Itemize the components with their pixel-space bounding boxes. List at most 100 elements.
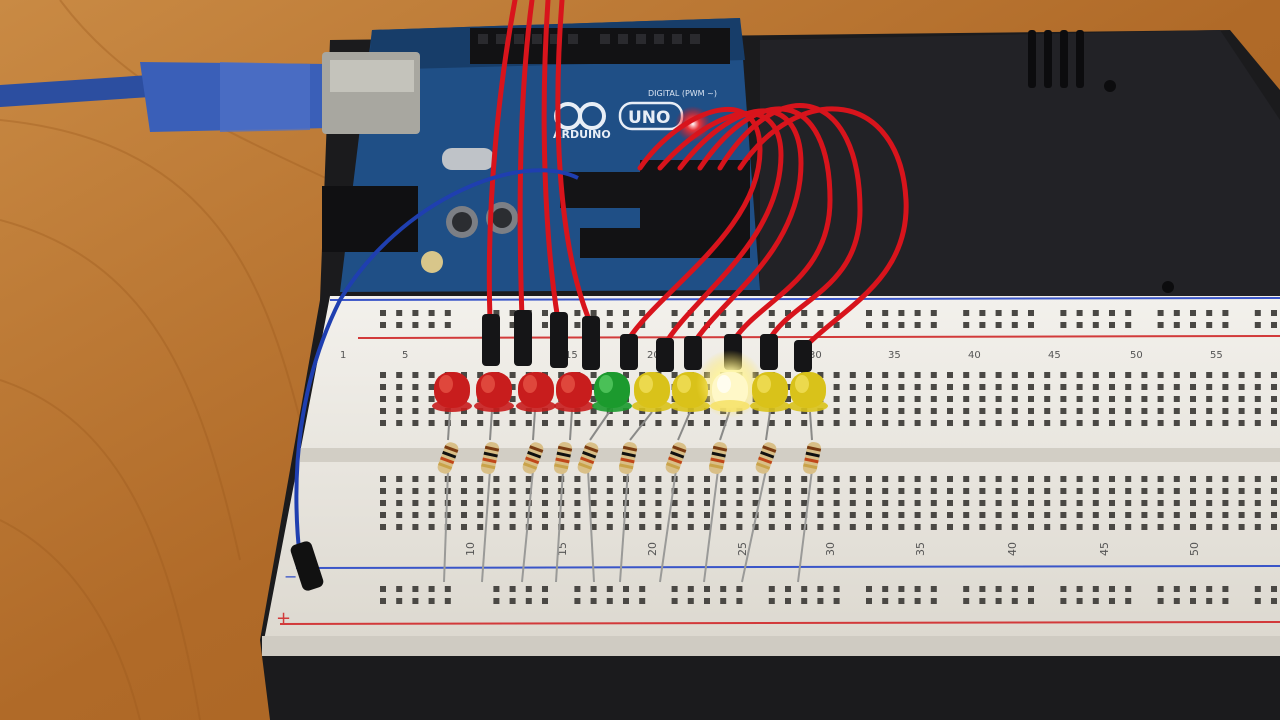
breadboard-hole	[882, 322, 889, 328]
breadboard-hole	[412, 420, 419, 426]
breadboard-hole	[509, 322, 516, 328]
breadboard-hole	[509, 372, 516, 378]
breadboard-hole	[623, 512, 629, 518]
breadboard-hole	[882, 476, 889, 482]
breadboard-hole	[1076, 598, 1083, 604]
breadboard-hole	[801, 500, 808, 506]
breadboard-hole	[639, 512, 646, 518]
breadboard-hole	[1141, 476, 1148, 482]
breadboard-hole	[1076, 384, 1083, 390]
breadboard-hole	[1157, 322, 1164, 328]
breadboard-hole	[412, 586, 419, 592]
breadboard-hole	[1157, 420, 1164, 426]
breadboard-hole	[655, 500, 662, 506]
breadboard-hole	[898, 586, 905, 592]
breadboard-hole	[1173, 524, 1180, 530]
breadboard-hole	[1254, 408, 1261, 414]
breadboard-hole	[1028, 488, 1034, 494]
breadboard-hole	[396, 476, 403, 482]
breadboard-hole	[817, 322, 824, 328]
breadboard-hole	[1190, 372, 1196, 378]
column-number: 50	[1188, 542, 1201, 556]
breadboard-hole	[525, 420, 532, 426]
breadboard-hole	[963, 310, 970, 316]
breadboard-hole	[979, 598, 986, 604]
breadboard-hole	[1060, 384, 1067, 390]
breadboard-hole	[1238, 384, 1245, 390]
breadboard-hole	[1254, 322, 1261, 328]
breadboard-hole	[833, 384, 840, 390]
breadboard-hole	[1028, 322, 1034, 328]
breadboard-hole	[606, 512, 613, 518]
breadboard-hole	[590, 372, 597, 378]
breadboard-hole	[1157, 310, 1164, 316]
breadboard-hole	[1060, 476, 1067, 482]
breadboard-hole	[428, 586, 435, 592]
breadboard-hole	[785, 586, 791, 592]
breadboard-hole	[1044, 372, 1051, 378]
breadboard-hole	[914, 476, 921, 482]
breadboard-hole	[720, 476, 727, 482]
breadboard-hole	[1222, 476, 1229, 482]
breadboard-hole	[655, 524, 662, 530]
column-numbers-bottom: 10 15 20 25 30 35 40 45 50	[464, 542, 1201, 556]
breadboard-hole	[768, 524, 775, 530]
breadboard-hole	[979, 310, 986, 316]
breadboard-hole	[444, 512, 451, 518]
breadboard-hole	[428, 420, 435, 426]
breadboard-edge	[262, 636, 1280, 656]
led-row	[432, 350, 828, 418]
breadboard-hole	[1044, 488, 1051, 494]
breadboard-hole	[849, 384, 856, 390]
breadboard-hole	[1141, 396, 1148, 402]
breadboard-hole	[444, 586, 451, 592]
breadboard-hole	[801, 476, 808, 482]
breadboard-hole	[866, 408, 872, 414]
breadboard-hole	[1141, 500, 1148, 506]
breadboard-hole	[412, 488, 419, 494]
resistor	[618, 442, 638, 474]
column-number: 5	[402, 350, 408, 361]
breadboard-hole	[768, 500, 775, 506]
breadboard-hole	[623, 476, 629, 482]
breadboard-hole	[428, 500, 435, 506]
breadboard-hole	[444, 598, 451, 604]
breadboard-hole	[655, 420, 662, 426]
breadboard-hole	[1076, 372, 1083, 378]
breadboard-hole	[1125, 500, 1132, 506]
breadboard-hole	[866, 310, 872, 316]
breadboard-hole	[882, 372, 889, 378]
breadboard-hole	[606, 586, 613, 592]
breadboard-hole	[1222, 488, 1229, 494]
breadboard-hole	[963, 384, 970, 390]
breadboard-hole	[963, 500, 970, 506]
breadboard-hole	[849, 500, 856, 506]
breadboard-hole	[947, 512, 953, 518]
breadboard-hole	[574, 500, 581, 506]
breadboard-hole	[1125, 524, 1132, 530]
breadboard-hole	[574, 310, 581, 316]
breadboard-hole	[833, 512, 840, 518]
breadboard-hole	[1109, 384, 1115, 390]
column-number: 35	[888, 350, 901, 361]
breadboard-hole	[525, 488, 532, 494]
breadboard-hole	[623, 310, 629, 316]
breadboard-hole	[1028, 396, 1034, 402]
breadboard-hole	[606, 476, 613, 482]
breadboard-hole	[623, 372, 629, 378]
breadboard-hole	[1109, 524, 1115, 530]
breadboard-hole	[849, 524, 856, 530]
breadboard-hole	[687, 322, 694, 328]
breadboard-hole	[866, 488, 872, 494]
breadboard-hole	[1157, 586, 1164, 592]
breadboard-hole	[1109, 586, 1115, 592]
breadboard-hole	[1076, 586, 1083, 592]
breadboard-hole	[1125, 322, 1132, 328]
breadboard-hole	[412, 500, 419, 506]
breadboard-hole	[1028, 310, 1034, 316]
breadboard-hole	[542, 586, 548, 592]
breadboard-hole	[1141, 488, 1148, 494]
breadboard-hole	[817, 488, 824, 494]
breadboard-hole	[995, 408, 1002, 414]
breadboard-hole	[1028, 586, 1034, 592]
